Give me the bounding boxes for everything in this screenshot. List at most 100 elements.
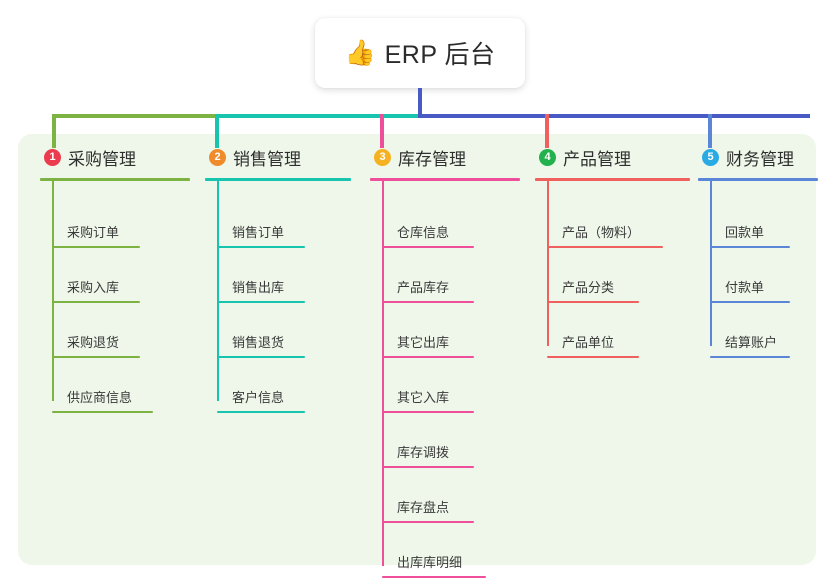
connector-drop-4: [545, 114, 549, 148]
branch-header-underline: [370, 178, 520, 181]
branch-child-label: 其它出库: [397, 335, 450, 350]
branch-child-item[interactable]: 产品库存: [370, 250, 520, 305]
branch-child-underline: [52, 246, 140, 248]
branch-child-label: 产品库存: [397, 280, 450, 295]
branch-child-item[interactable]: 销售退货: [205, 305, 351, 360]
branch-child-item[interactable]: 采购入库: [40, 250, 190, 305]
branch-child-label: 采购入库: [67, 280, 120, 295]
branch-children: 采购订单采购入库采购退货供应商信息: [40, 181, 190, 415]
branch-child-underline: [710, 356, 790, 358]
branch-children: 销售订单销售出库销售退货客户信息: [205, 181, 351, 415]
branch-header-underline: [40, 178, 190, 181]
branch-number-badge: 3: [374, 148, 391, 166]
branch-trunk-line: [547, 181, 549, 346]
branch-child-label: 采购订单: [67, 225, 120, 240]
branch-child-underline: [710, 301, 790, 303]
branch-header-3[interactable]: 3 库存管理: [370, 144, 520, 170]
branch-header-underline: [535, 178, 690, 181]
branch-child-underline: [52, 356, 140, 358]
branch-child-underline: [710, 246, 790, 248]
branch-child-item[interactable]: 仓库信息: [370, 195, 520, 250]
branch-child-item[interactable]: 出库库明细: [370, 525, 520, 580]
branch-child-underline: [382, 246, 474, 248]
branch-header-underline: [205, 178, 351, 181]
branch-children: 回款单付款单结算账户: [698, 181, 818, 360]
branch-column-1: 1 采购管理采购订单采购入库采购退货供应商信息: [40, 144, 190, 415]
branch-child-item[interactable]: 产品单位: [535, 305, 690, 360]
root-title: ERP 后台: [384, 41, 496, 69]
branch-header-5[interactable]: 5 财务管理: [698, 144, 818, 170]
branch-child-underline: [382, 466, 474, 468]
branch-child-item[interactable]: 产品分类: [535, 250, 690, 305]
branch-child-item[interactable]: 销售订单: [205, 195, 351, 250]
branch-child-underline: [547, 246, 663, 248]
branch-child-label: 销售退货: [232, 335, 285, 350]
branch-child-underline: [217, 301, 305, 303]
branch-child-label: 付款单: [725, 280, 765, 295]
branch-child-underline: [217, 246, 305, 248]
branch-child-label: 库存调拨: [397, 445, 450, 460]
branch-child-underline: [217, 356, 305, 358]
branch-child-underline: [52, 301, 140, 303]
connector-drop-1: [52, 114, 56, 148]
branch-child-item[interactable]: 库存调拨: [370, 415, 520, 470]
branch-child-label: 产品（物料）: [562, 225, 641, 240]
branch-child-label: 客户信息: [232, 390, 285, 405]
branch-child-label: 结算账户: [725, 335, 778, 350]
branch-child-label: 出库库明细: [397, 555, 463, 570]
branch-child-underline: [382, 356, 474, 358]
connector-drop-5: [708, 114, 712, 148]
branch-child-label: 产品单位: [562, 335, 615, 350]
branch-child-item[interactable]: 结算账户: [698, 305, 818, 360]
branch-child-underline: [382, 301, 474, 303]
connector-bar-segment-3: [418, 114, 810, 118]
branch-child-label: 其它入库: [397, 390, 450, 405]
branch-trunk-line: [382, 181, 384, 566]
connector-drop-3: [380, 114, 384, 148]
thumbs-up-icon: 👍: [344, 38, 376, 67]
branch-number-badge: 1: [44, 148, 61, 166]
branch-child-item[interactable]: 销售出库: [205, 250, 351, 305]
branch-trunk-line: [52, 181, 54, 401]
connector-bar-segment-1: [52, 114, 217, 118]
branch-header-1[interactable]: 1 采购管理: [40, 144, 190, 170]
branch-number-badge: 5: [702, 148, 719, 166]
branch-child-underline: [382, 576, 486, 578]
connector-drop-2: [215, 114, 219, 148]
branch-child-item[interactable]: 供应商信息: [40, 360, 190, 415]
branch-child-item[interactable]: 库存盘点: [370, 470, 520, 525]
branches-panel: [18, 134, 816, 565]
branch-child-label: 产品分类: [562, 280, 615, 295]
branch-child-item[interactable]: 其它出库: [370, 305, 520, 360]
branch-child-item[interactable]: 客户信息: [205, 360, 351, 415]
branch-child-item[interactable]: 其它入库: [370, 360, 520, 415]
branch-column-5: 5 财务管理回款单付款单结算账户: [698, 144, 818, 360]
branch-title: 财务管理: [726, 149, 794, 169]
branch-child-underline: [382, 521, 474, 523]
branch-child-item[interactable]: 产品（物料）: [535, 195, 690, 250]
branch-title: 库存管理: [398, 149, 466, 169]
branch-title: 采购管理: [68, 149, 136, 169]
branch-child-item[interactable]: 采购订单: [40, 195, 190, 250]
branch-trunk-line: [217, 181, 219, 401]
branch-header-underline: [698, 178, 818, 181]
branch-child-item[interactable]: 付款单: [698, 250, 818, 305]
root-node[interactable]: 👍 ERP 后台: [315, 18, 525, 88]
branch-child-label: 采购退货: [67, 335, 120, 350]
branch-child-item[interactable]: 回款单: [698, 195, 818, 250]
branch-child-label: 销售出库: [232, 280, 285, 295]
branch-child-underline: [547, 301, 639, 303]
branch-child-underline: [217, 411, 305, 413]
branch-child-label: 库存盘点: [397, 500, 450, 515]
branch-title: 产品管理: [563, 149, 631, 169]
branch-child-label: 回款单: [725, 225, 765, 240]
branch-child-underline: [547, 356, 639, 358]
branch-child-underline: [52, 411, 153, 413]
branch-children: 仓库信息产品库存其它出库其它入库库存调拨库存盘点出库库明细: [370, 181, 520, 580]
branch-child-item[interactable]: 采购退货: [40, 305, 190, 360]
branch-child-label: 销售订单: [232, 225, 285, 240]
